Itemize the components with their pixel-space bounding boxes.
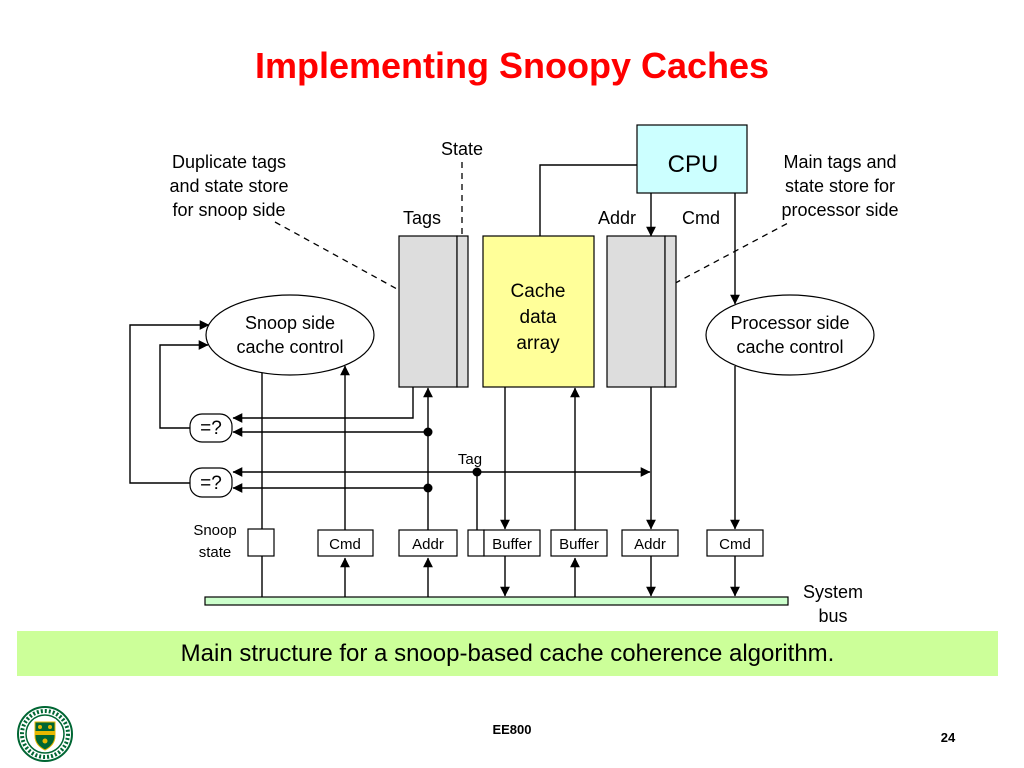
tag-label: Tag <box>458 451 482 468</box>
read-buffer-box <box>550 529 608 557</box>
main-tags-pointer <box>635 221 791 305</box>
cpu-cmd-label: Cmd <box>682 208 720 228</box>
processor-tags-store <box>606 235 666 388</box>
cpu-addr-label: Addr <box>598 208 636 228</box>
cache-data-array-label: data <box>520 307 557 328</box>
comparator-1-feedback <box>159 340 209 429</box>
snoop-state-box <box>247 528 275 557</box>
cache-data-array <box>482 235 595 388</box>
snoop-addr-box <box>398 529 458 557</box>
slide-title: Implementing Snoopy Caches <box>254 45 770 86</box>
snoop-side-controller <box>205 294 375 376</box>
bus-box-label: Cmd <box>719 536 751 553</box>
page-number: 24 <box>940 730 956 745</box>
junction-dot <box>472 467 482 477</box>
caption-band: Main structure for a snoop-based cache c… <box>17 631 998 676</box>
cache-data-array-label: Cache <box>511 281 566 302</box>
duplicate-tags-note-line: for snoop side <box>172 200 285 220</box>
tag-box <box>467 529 485 557</box>
comparator-2-feedback <box>129 320 210 484</box>
cache-data-array-label: array <box>516 333 560 354</box>
cpu-label: CPU <box>668 151 719 178</box>
snoop-controller-label: cache control <box>236 337 343 357</box>
bus-box-label: Addr <box>412 536 444 553</box>
main-tags-note-line: Main tags and <box>783 152 896 172</box>
snoop-state-label: state <box>199 544 232 561</box>
duplicate-tags-note-line: and state store <box>169 176 288 196</box>
processor-state-store <box>664 235 677 388</box>
bus-box-label: Addr <box>634 536 666 553</box>
footer-course-code: EE800 <box>492 722 532 737</box>
processor-controller-label: Processor side <box>730 313 849 333</box>
comparator-1-label: =? <box>200 418 222 439</box>
system-bus-label: System <box>803 582 863 602</box>
university-seal-logo <box>17 706 73 762</box>
bus-box-label: Buffer <box>492 536 532 553</box>
snoop-tags-store <box>398 235 458 388</box>
write-buffer-box <box>483 529 541 557</box>
main-tags-note-line: processor side <box>781 200 898 220</box>
bus-box-label: Cmd <box>329 536 361 553</box>
comparator-2-label: =? <box>200 473 222 494</box>
snoop-controller-label: Snoop side <box>245 313 335 333</box>
snoop-state-store <box>456 235 469 388</box>
cpu-box <box>636 124 748 194</box>
tags-label: Tags <box>403 208 441 228</box>
processor-addr-box <box>621 529 679 557</box>
system-bus-label: bus <box>818 606 847 626</box>
snoop-cmd-box <box>317 529 374 557</box>
snoop-state-label: Snoop <box>193 522 236 539</box>
snoop-tag-to-comparator-1 <box>232 387 414 423</box>
processor-side-controller <box>705 294 875 376</box>
cpu-cache-data-wire <box>539 164 637 236</box>
processor-cmd-box <box>706 529 764 557</box>
main-tags-note-line: state store for <box>785 176 895 196</box>
state-label: State <box>441 139 483 159</box>
duplicate-tags-note-line: Duplicate tags <box>172 152 286 172</box>
processor-controller-label: cache control <box>736 337 843 357</box>
system-bus <box>204 596 789 606</box>
bus-box-label: Buffer <box>559 536 599 553</box>
